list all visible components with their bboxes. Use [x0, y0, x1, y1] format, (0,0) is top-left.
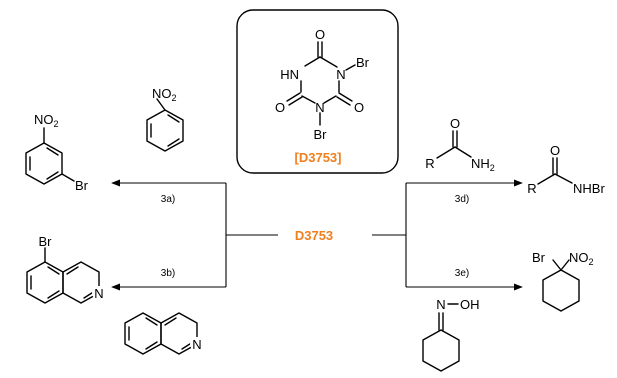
nitro-group: NO2 [152, 86, 177, 103]
aromatic-bond [164, 317, 177, 326]
benzene-ring [146, 109, 184, 152]
bromonitrocyclohexane-structure: Br NO2 [532, 250, 594, 312]
aromatic-bond [145, 341, 158, 350]
atom-nh: HN [280, 67, 299, 82]
oxygen-atom: O [450, 116, 460, 131]
r-c-bond [436, 146, 456, 159]
ring-bond [301, 95, 316, 104]
aromatic-bond [167, 138, 180, 147]
isoquinoline-structure: N [124, 312, 204, 355]
nitrogen-mask [92, 286, 106, 300]
bromo-atom: Br [75, 178, 89, 193]
nitrobenzene-structure: NO2 [146, 86, 184, 152]
aromatic-bond [47, 266, 60, 275]
dibromoisocyanuric-acid-structure: O HN N Br O N O Br [275, 27, 370, 142]
aromatic-bond [46, 171, 59, 180]
oxygen-atom: O [550, 143, 560, 158]
atom-o-right: O [354, 100, 364, 115]
nhbr-group: NHBr [573, 181, 605, 196]
aromatic-bond [66, 266, 79, 275]
condition-3a: 3a) [161, 194, 175, 205]
cyclohexane-ring [542, 269, 580, 312]
bromonitrobenzene-structure: NO2 Br [25, 112, 89, 193]
c-n-bond [554, 173, 573, 184]
atom-o-top: O [315, 27, 325, 42]
r-group: R [527, 181, 536, 196]
aromatic-bond [47, 290, 60, 299]
c-n-bond [454, 146, 472, 158]
aromatic-bond [145, 317, 158, 326]
c-br-bond [61, 173, 75, 182]
atom-n-bottom: N [315, 100, 324, 115]
condition-3e: 3e) [455, 268, 469, 279]
amine-group: NH2 [471, 156, 495, 173]
bromoamide-structure: O R NHBr [527, 143, 605, 196]
bromo-atom: Br [532, 250, 546, 265]
reagent-box: O HN N Br O N O Br [D3753] [236, 9, 399, 174]
nitro-group: NO2 [34, 112, 59, 129]
atom-br-bottom: Br [314, 127, 328, 142]
atom-n-right: N [336, 67, 345, 82]
cyclohexane-ring [422, 329, 460, 372]
hydroxyl-group: OH [460, 297, 480, 312]
reagent-box-frame [236, 9, 399, 174]
carbonyl-bond [286, 92, 301, 102]
condition-3d: 3d) [455, 194, 469, 205]
nitro-group: NO2 [569, 250, 594, 267]
aromatic-bond [46, 147, 59, 156]
cyclohexanone-oxime-structure: N OH [422, 297, 480, 372]
n-br-bond [345, 64, 356, 71]
carbonyl-bond [338, 92, 353, 102]
amide-structure: O R NH2 [425, 116, 494, 173]
bromoisoquinoline-structure: Br N [26, 234, 106, 304]
reagent-code-center: D3753 [295, 228, 333, 243]
reagent-box-code: [D3753] [295, 150, 342, 165]
carbonyl-bond [288, 96, 303, 106]
r-group: R [425, 156, 434, 171]
aromatic-bond [167, 114, 180, 123]
benzene-ring [25, 142, 63, 185]
left-branch: 3a) 3b) [111, 179, 278, 291]
nitrogen-atom: N [192, 337, 201, 352]
nitrogen-atom: N [94, 286, 103, 301]
atom-br-top: Br [356, 55, 370, 70]
c-n-bond [156, 98, 166, 111]
c-n-bond [560, 259, 570, 271]
ring-bond [323, 95, 337, 104]
condition-3b: 3b) [161, 268, 175, 279]
ring-bond [319, 56, 338, 68]
right-branch: 3d) 3e) [372, 179, 523, 291]
c-br-bond [552, 259, 562, 271]
nitrogen-atom: N [436, 297, 445, 312]
ring-bond [304, 56, 321, 67]
benzo-ring [26, 261, 64, 304]
carbonyl-bond [336, 96, 351, 106]
bromo-atom: Br [39, 234, 53, 249]
nitrogen-mask [190, 337, 204, 351]
r-c-bond [537, 173, 556, 185]
atom-o-left: O [275, 100, 285, 115]
benzo-ring [124, 312, 162, 355]
